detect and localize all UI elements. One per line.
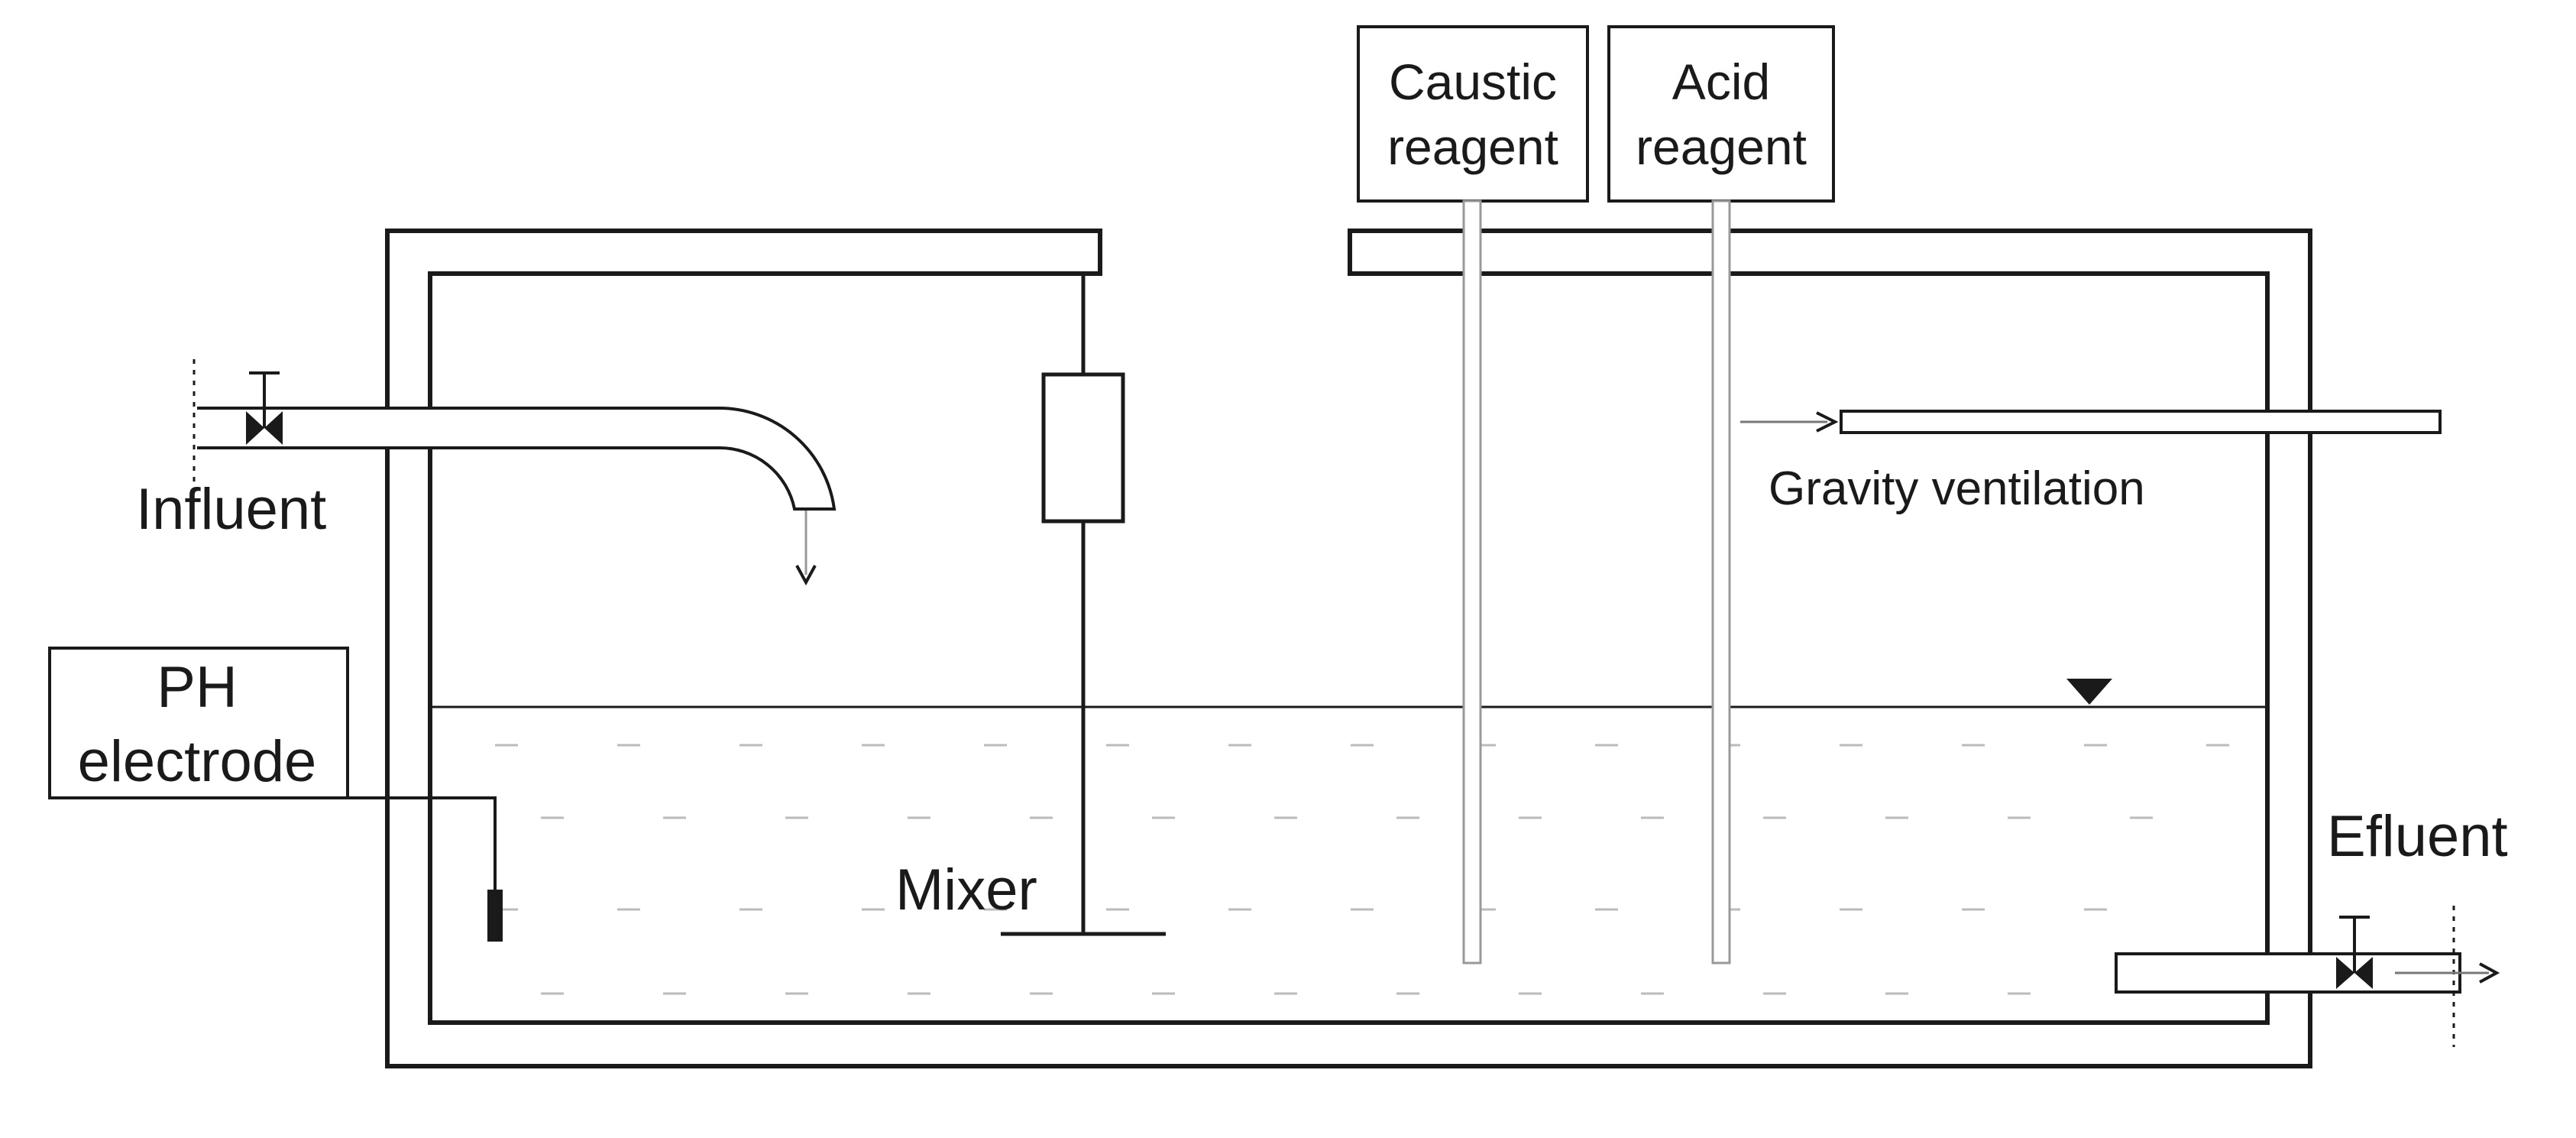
ph-electrode-box bbox=[48, 647, 349, 799]
ph-electrode-probe bbox=[487, 890, 503, 942]
ventilation-arrow-head-icon bbox=[1816, 411, 1839, 433]
acid-reagent-label-line2: reagent bbox=[1636, 118, 1807, 175]
ph-electrode-label-line2: electrode bbox=[78, 729, 317, 794]
influent-label: Influent bbox=[136, 477, 326, 542]
acid-dosing-tube bbox=[1711, 199, 1731, 965]
effluent-arrow-head-icon bbox=[2479, 962, 2500, 984]
ph-electrode-label-line1: PH bbox=[157, 655, 238, 720]
gravity-ventilation-label: Gravity ventilation bbox=[1769, 462, 2145, 515]
water-level-marker bbox=[2066, 679, 2112, 705]
acid-reagent-label-line1: Acid bbox=[1672, 53, 1770, 110]
influent-pipe bbox=[197, 406, 837, 511]
caustic-reagent-label-line2: reagent bbox=[1387, 118, 1558, 175]
mixer-motor bbox=[1041, 372, 1125, 524]
acid-reagent-box bbox=[1607, 25, 1835, 203]
water-dashes bbox=[495, 744, 2229, 995]
mixer-label: Mixer bbox=[895, 858, 1037, 922]
caustic-reagent-box bbox=[1357, 25, 1589, 203]
effluent-valve-icon bbox=[2336, 916, 2373, 989]
ventilation-pipe bbox=[1840, 410, 2442, 434]
influent-drop-arrow-icon bbox=[795, 565, 817, 586]
ph-electrode-cable bbox=[348, 796, 497, 891]
influent-valve-icon bbox=[246, 371, 283, 445]
effluent-label: Efluent bbox=[2327, 804, 2508, 869]
tank-left-outer-wall bbox=[385, 229, 2312, 1068]
caustic-reagent-label-line1: Caustic bbox=[1389, 53, 1557, 110]
caustic-dosing-tube bbox=[1462, 199, 1482, 965]
